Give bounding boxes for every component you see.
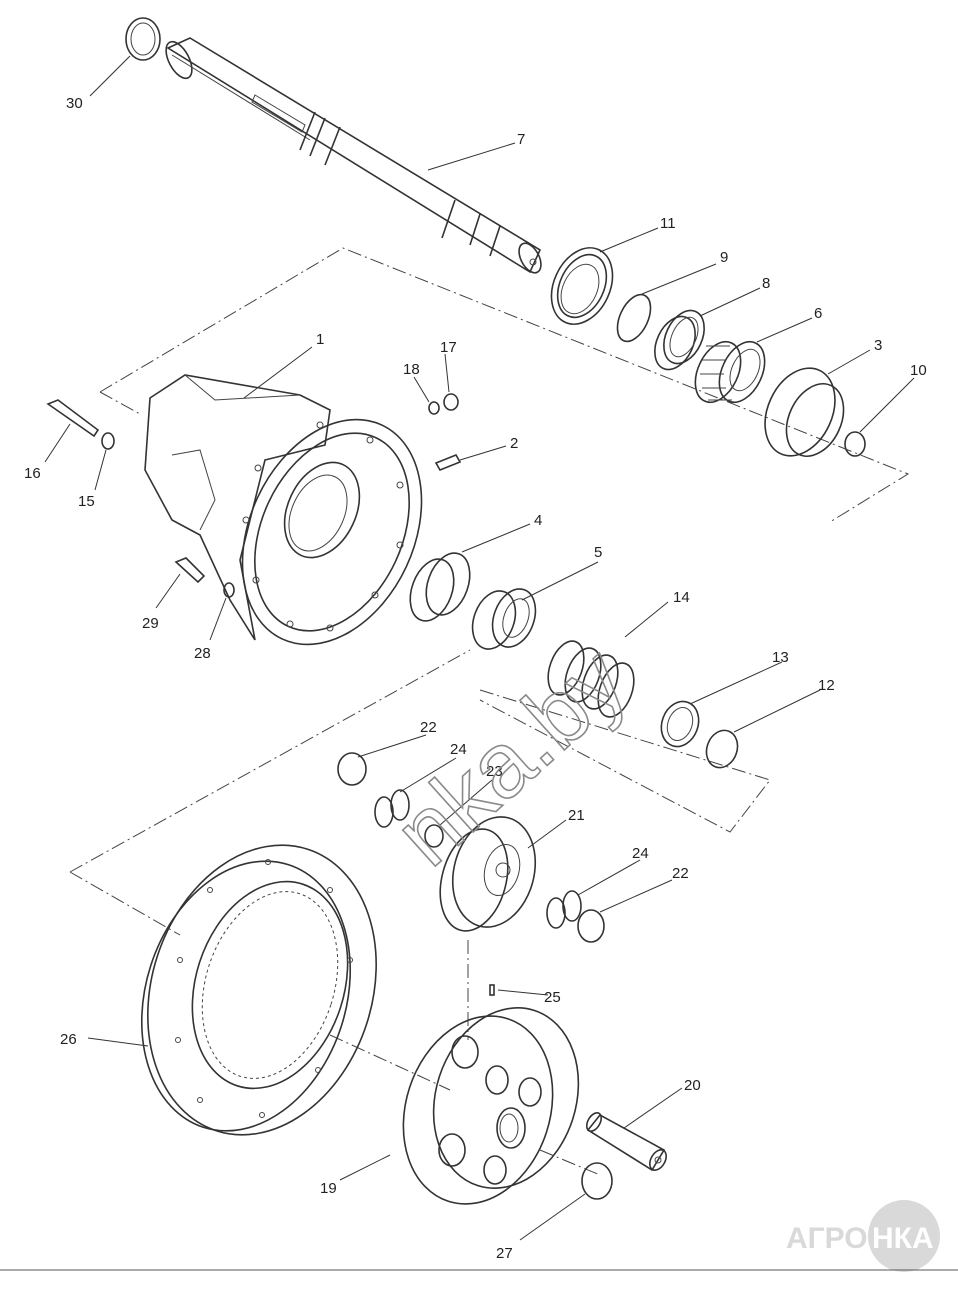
callout-24-upper: 24	[450, 741, 467, 758]
part-24-needle-bearing-upper	[374, 789, 410, 828]
part-29-bolt	[174, 557, 206, 584]
callout-5: 5	[594, 544, 602, 561]
part-23-spacer	[424, 824, 444, 848]
callout-14: 14	[673, 589, 690, 606]
logo-right-text: НКА	[872, 1222, 934, 1255]
callout-11: 11	[660, 215, 676, 232]
callout-30: 30	[66, 95, 83, 112]
callout-10: 10	[910, 362, 927, 379]
callout-labels: 30 7 11 9 8 6 3 10 1 17 18 2 16 15 4 5 1…	[24, 95, 927, 1262]
part-8-bearing-cup	[654, 309, 705, 371]
part-10-plug	[844, 431, 866, 457]
callout-29: 29	[142, 615, 159, 632]
part-19-planet-carrier	[402, 1007, 580, 1205]
callout-23: 23	[486, 763, 503, 780]
callout-8: 8	[762, 275, 770, 292]
part-3-bearing-race	[764, 367, 845, 457]
agro-nka-logo: АГРО НКА	[786, 1200, 940, 1272]
callout-21: 21	[568, 807, 585, 824]
part-11-seal	[550, 247, 614, 325]
part-28-washer	[223, 582, 235, 598]
callout-20: 20	[684, 1077, 701, 1094]
callout-27: 27	[496, 1245, 513, 1262]
axle-shaft	[165, 37, 542, 274]
part-20-planet-shaft	[585, 1112, 667, 1172]
callout-1: 1	[316, 331, 324, 348]
part-30-snap-ring	[125, 17, 161, 61]
part-17-breather	[443, 393, 459, 411]
callout-3: 3	[874, 337, 882, 354]
part-16-bolt	[46, 399, 100, 438]
callout-19: 19	[320, 1180, 337, 1197]
callout-24-lower: 24	[632, 845, 649, 862]
part-15-washer	[101, 432, 115, 450]
callout-18: 18	[403, 361, 420, 378]
part-5-roller-bearing	[471, 588, 537, 650]
part-13-washer	[660, 700, 700, 748]
part-27-snap-ring	[581, 1162, 613, 1200]
leader-lines	[44, 55, 915, 1241]
part-12-snap-ring	[705, 729, 739, 769]
callout-13: 13	[772, 649, 789, 666]
callout-28: 28	[194, 645, 211, 662]
callout-9: 9	[720, 249, 728, 266]
part-24-needle-bearing-lower	[546, 890, 582, 929]
part-14-shim-pack	[547, 640, 635, 718]
callout-22-upper: 22	[420, 719, 437, 736]
part-4-bearing-cup	[409, 552, 471, 622]
callout-15: 15	[78, 493, 95, 510]
part-1-housing	[144, 374, 423, 646]
callout-22-lower: 22	[672, 865, 689, 882]
callout-2: 2	[510, 435, 518, 452]
watermark-text: nka.by	[376, 628, 646, 885]
part-22-thrust-washer-upper	[337, 752, 367, 786]
callout-6: 6	[814, 305, 822, 322]
callout-12: 12	[818, 677, 835, 694]
callout-17: 17	[440, 339, 457, 356]
part-22-thrust-washer-lower	[577, 909, 605, 943]
part-2-pin	[434, 453, 462, 472]
group-outlines	[69, 247, 910, 1176]
callout-26: 26	[60, 1031, 77, 1048]
callout-7: 7	[517, 131, 525, 148]
part-18-washer	[428, 401, 440, 415]
callout-4: 4	[534, 512, 542, 529]
part-21-planet-gear	[439, 816, 537, 932]
part-6-roller-bearing	[694, 340, 766, 404]
logo-left-text: АГРО	[786, 1222, 868, 1255]
callout-25: 25	[544, 989, 561, 1006]
callout-16: 16	[24, 465, 41, 482]
part-9-o-ring	[616, 293, 652, 343]
logo-circle	[868, 1200, 940, 1272]
part-26-ring-gear	[140, 844, 377, 1136]
part-25-pin	[489, 984, 495, 996]
